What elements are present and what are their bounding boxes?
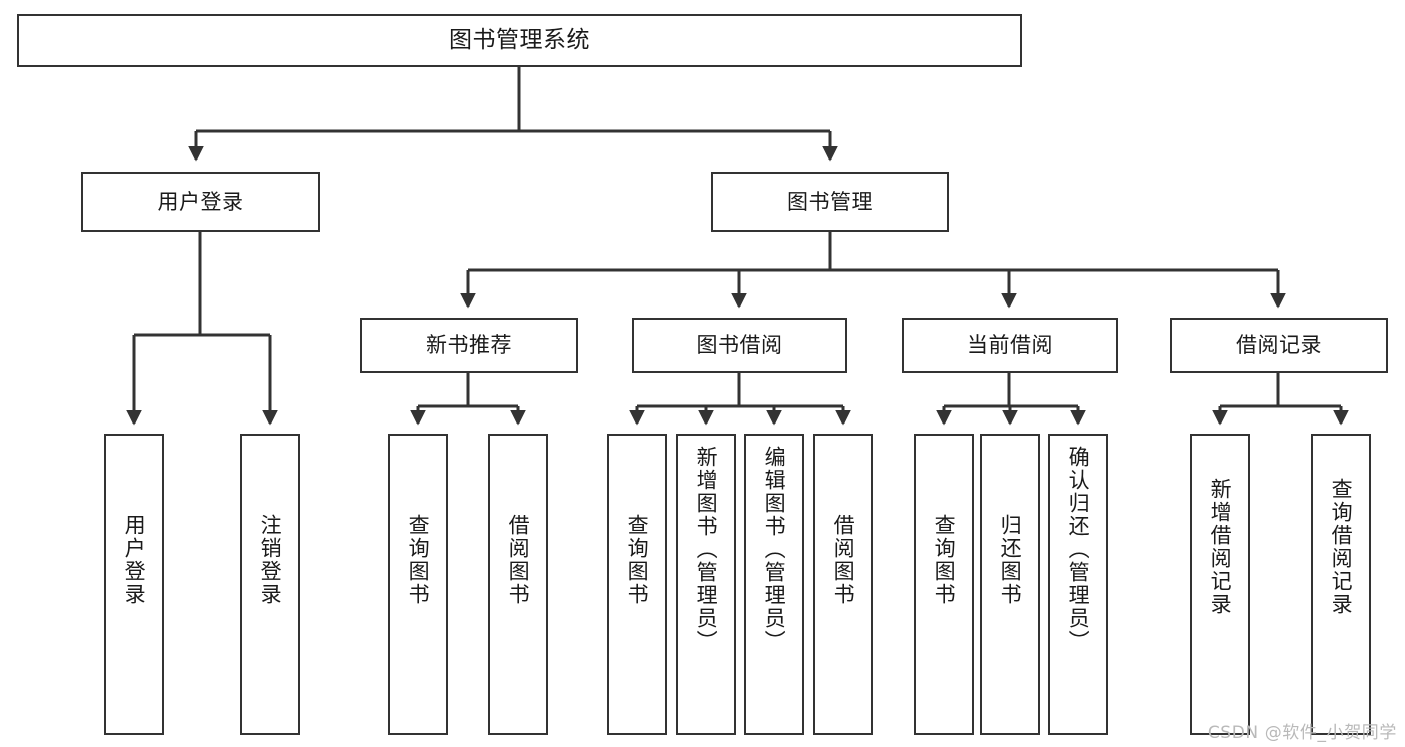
node-book-management-label: 图书管理	[787, 189, 873, 214]
leaf-book-borrow-2[interactable]: 编辑图书（管理员）	[744, 434, 804, 735]
leaf-new-book-0-label: 查询图书	[406, 514, 431, 606]
leaf-book-borrow-0-label: 查询图书	[625, 514, 650, 606]
leaf-book-borrow-1-label: 新增图书（管理员）	[694, 446, 719, 653]
node-new-book-recommend[interactable]: 新书推荐	[360, 318, 578, 373]
node-current-borrow-label: 当前借阅	[967, 333, 1053, 358]
node-borrow-record[interactable]: 借阅记录	[1170, 318, 1388, 373]
leaf-current-borrow-0[interactable]: 查询图书	[914, 434, 974, 735]
leaf-borrow-record-1[interactable]: 查询借阅记录	[1311, 434, 1371, 735]
leaf-current-borrow-2-label: 确认归还（管理员）	[1066, 446, 1091, 653]
node-borrow-record-label: 借阅记录	[1236, 333, 1322, 358]
leaf-book-borrow-0[interactable]: 查询图书	[607, 434, 667, 735]
node-user-login[interactable]: 用户登录	[81, 172, 320, 232]
leaf-book-borrow-3[interactable]: 借阅图书	[813, 434, 873, 735]
leaf-borrow-record-0[interactable]: 新增借阅记录	[1190, 434, 1250, 735]
node-book-borrow-label: 图书借阅	[696, 333, 783, 358]
node-root-label: 图书管理系统	[449, 26, 590, 53]
leaf-borrow-record-1-label: 查询借阅记录	[1329, 478, 1354, 616]
node-new-book-recommend-label: 新书推荐	[426, 333, 512, 358]
node-root[interactable]: 图书管理系统	[17, 14, 1022, 67]
leaf-user-login-1-label: 注销登录	[258, 514, 283, 606]
leaf-current-borrow-2[interactable]: 确认归还（管理员）	[1048, 434, 1108, 735]
leaf-user-login-0-label: 用户登录	[122, 514, 147, 606]
leaf-book-borrow-1[interactable]: 新增图书（管理员）	[676, 434, 736, 735]
leaf-user-login-1[interactable]: 注销登录	[240, 434, 300, 735]
leaf-user-login-0[interactable]: 用户登录	[104, 434, 164, 735]
leaf-book-borrow-3-label: 借阅图书	[831, 514, 856, 606]
leaf-new-book-1-label: 借阅图书	[506, 514, 531, 606]
leaf-borrow-record-0-label: 新增借阅记录	[1208, 478, 1233, 616]
leaf-current-borrow-1[interactable]: 归还图书	[980, 434, 1040, 735]
node-current-borrow[interactable]: 当前借阅	[902, 318, 1118, 373]
node-user-login-label: 用户登录	[157, 189, 244, 214]
leaf-new-book-1[interactable]: 借阅图书	[488, 434, 548, 735]
leaf-current-borrow-1-label: 归还图书	[998, 514, 1023, 606]
leaf-book-borrow-2-label: 编辑图书（管理员）	[762, 446, 787, 653]
node-book-borrow[interactable]: 图书借阅	[632, 318, 847, 373]
leaf-new-book-0[interactable]: 查询图书	[388, 434, 448, 735]
node-book-management[interactable]: 图书管理	[711, 172, 949, 232]
csdn-watermark: CSDN @软件_小贺同学	[1207, 723, 1397, 743]
leaf-current-borrow-0-label: 查询图书	[932, 514, 957, 606]
